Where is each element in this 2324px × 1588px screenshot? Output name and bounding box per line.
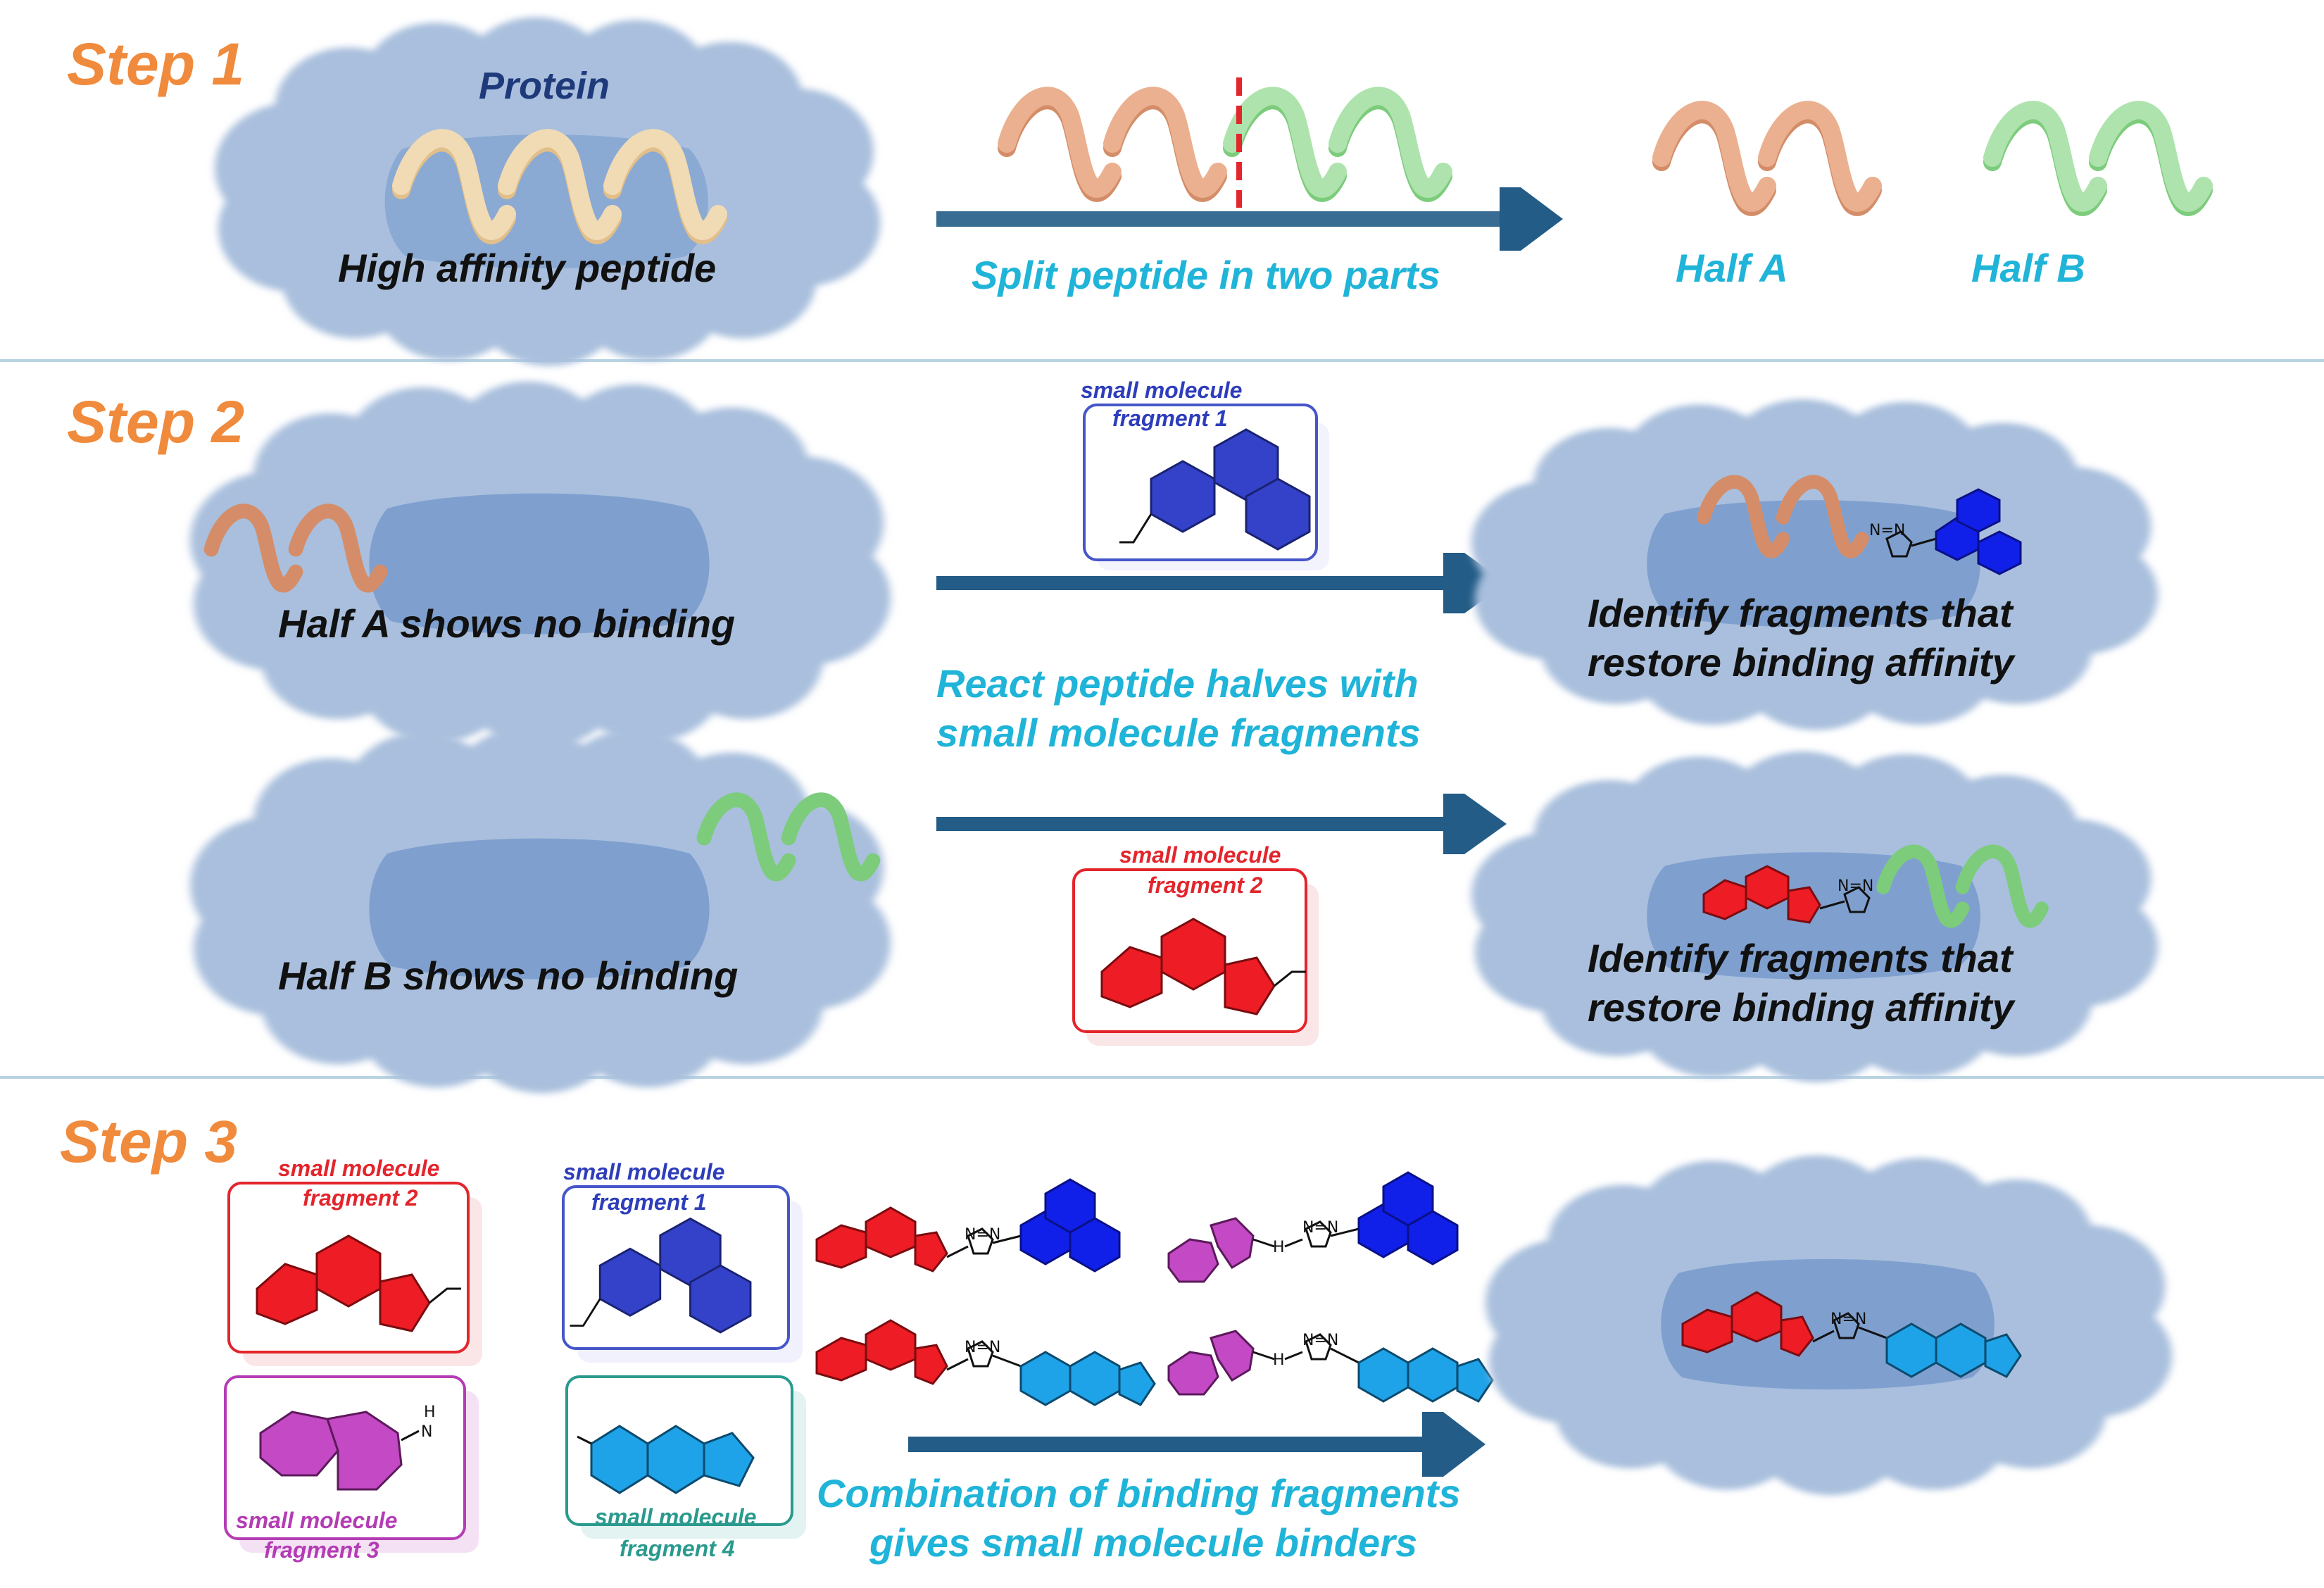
result-a-line-1: Identify fragments that bbox=[1588, 591, 2014, 635]
combo-2-1-icon bbox=[815, 1178, 1121, 1273]
atom-combo-3-1-nh: H bbox=[1273, 1239, 1285, 1256]
protein-label: Protein bbox=[479, 65, 610, 107]
step2-frag1-line1: small molecule bbox=[1081, 377, 1242, 403]
result-b-line-2: restore binding affinity bbox=[1588, 985, 2016, 1030]
atom-combo-2-1: N=N bbox=[965, 1226, 1000, 1244]
step2-frag1-line2: fragment 1 bbox=[1112, 406, 1228, 431]
result-a-line-2: restore binding affinity bbox=[1588, 640, 2016, 684]
step1-title: Step 1 bbox=[67, 31, 244, 97]
step3-arrow bbox=[908, 1412, 1486, 1477]
step2-frag2-line1: small molecule bbox=[1119, 842, 1281, 868]
split-label: Split peptide in two parts bbox=[972, 253, 1440, 297]
step2-cloud-b bbox=[190, 726, 891, 1094]
half-a-no-binding: Half A shows no binding bbox=[278, 601, 735, 646]
atom-combo-2-4: N=N bbox=[965, 1339, 1000, 1356]
step2-result-cloud-b bbox=[1471, 751, 2159, 1082]
combo-3-1-icon bbox=[1167, 1171, 1459, 1283]
step3-frag3-line2: fragment 3 bbox=[264, 1537, 379, 1563]
react-line-2: small molecule fragments bbox=[936, 711, 1421, 755]
step3-frag2-line2: fragment 2 bbox=[303, 1185, 418, 1211]
combination-line-2: gives small molecule binders bbox=[869, 1520, 1417, 1565]
step3-fragment-2-molecule-icon bbox=[256, 1234, 461, 1332]
step2-title: Step 2 bbox=[67, 389, 244, 455]
atom-nh-h: H bbox=[424, 1403, 436, 1421]
half-a-label: Half A bbox=[1676, 246, 1788, 290]
half-b-icon bbox=[1992, 110, 2204, 207]
atom-final-binder: N=N bbox=[1830, 1311, 1866, 1328]
split-peptide-icon bbox=[1007, 96, 1443, 193]
atom-triazole-b: N=N bbox=[1838, 877, 1873, 895]
step3-frag2-line1: small molecule bbox=[278, 1156, 439, 1181]
fragment-3-bond bbox=[401, 1430, 420, 1442]
fragment-3-molecule-icon bbox=[259, 1411, 403, 1491]
step3-frag1-line2: fragment 1 bbox=[591, 1189, 707, 1215]
result-b-line-1: Identify fragments that bbox=[1588, 936, 2014, 980]
step2-arrow-b bbox=[936, 794, 1507, 854]
atom-combo-3-1: N=N bbox=[1302, 1219, 1338, 1237]
step3-frag3-line1: small molecule bbox=[236, 1508, 397, 1533]
fragment-4-molecule-icon bbox=[577, 1425, 755, 1494]
atom-nh-n: N bbox=[421, 1423, 432, 1441]
step2-frag2-line2: fragment 2 bbox=[1148, 873, 1263, 898]
half-b-no-binding: Half B shows no binding bbox=[278, 954, 738, 998]
atom-combo-3-4-nh: H bbox=[1273, 1351, 1285, 1369]
fragment-2-molecule-icon bbox=[1100, 918, 1306, 1015]
half-a-icon bbox=[1662, 110, 1873, 207]
react-line-1: React peptide halves with bbox=[936, 661, 1419, 706]
step3-title: Step 3 bbox=[60, 1108, 237, 1175]
atom-combo-3-4: N=N bbox=[1302, 1332, 1338, 1349]
step3-frag4-line2: fragment 4 bbox=[620, 1536, 735, 1561]
combo-2-4-icon bbox=[815, 1319, 1156, 1406]
high-affinity-peptide-label: High affinity peptide bbox=[338, 246, 716, 290]
fragment-1-molecule-icon bbox=[1119, 428, 1311, 551]
step3-frag4-line1: small molecule bbox=[595, 1504, 756, 1530]
final-binder-molecule-icon bbox=[1681, 1291, 2022, 1378]
half-a-linked-fragment-1-icon bbox=[1704, 482, 2022, 575]
step3-result-cloud bbox=[1486, 1155, 2173, 1496]
step1-arrow bbox=[936, 187, 1563, 251]
atom-triazole-a: N=N bbox=[1869, 522, 1905, 539]
step3-frag1-line1: small molecule bbox=[563, 1159, 724, 1184]
step3-fragment-1-molecule-icon bbox=[570, 1217, 752, 1334]
half-b-label: Half B bbox=[1971, 246, 2085, 290]
combo-3-4-icon bbox=[1167, 1330, 1494, 1403]
combination-line-1: Combination of binding fragments bbox=[817, 1471, 1461, 1515]
fragment-2-linked-half-b-icon bbox=[1702, 851, 2042, 923]
step2-arrow-a bbox=[936, 553, 1507, 613]
